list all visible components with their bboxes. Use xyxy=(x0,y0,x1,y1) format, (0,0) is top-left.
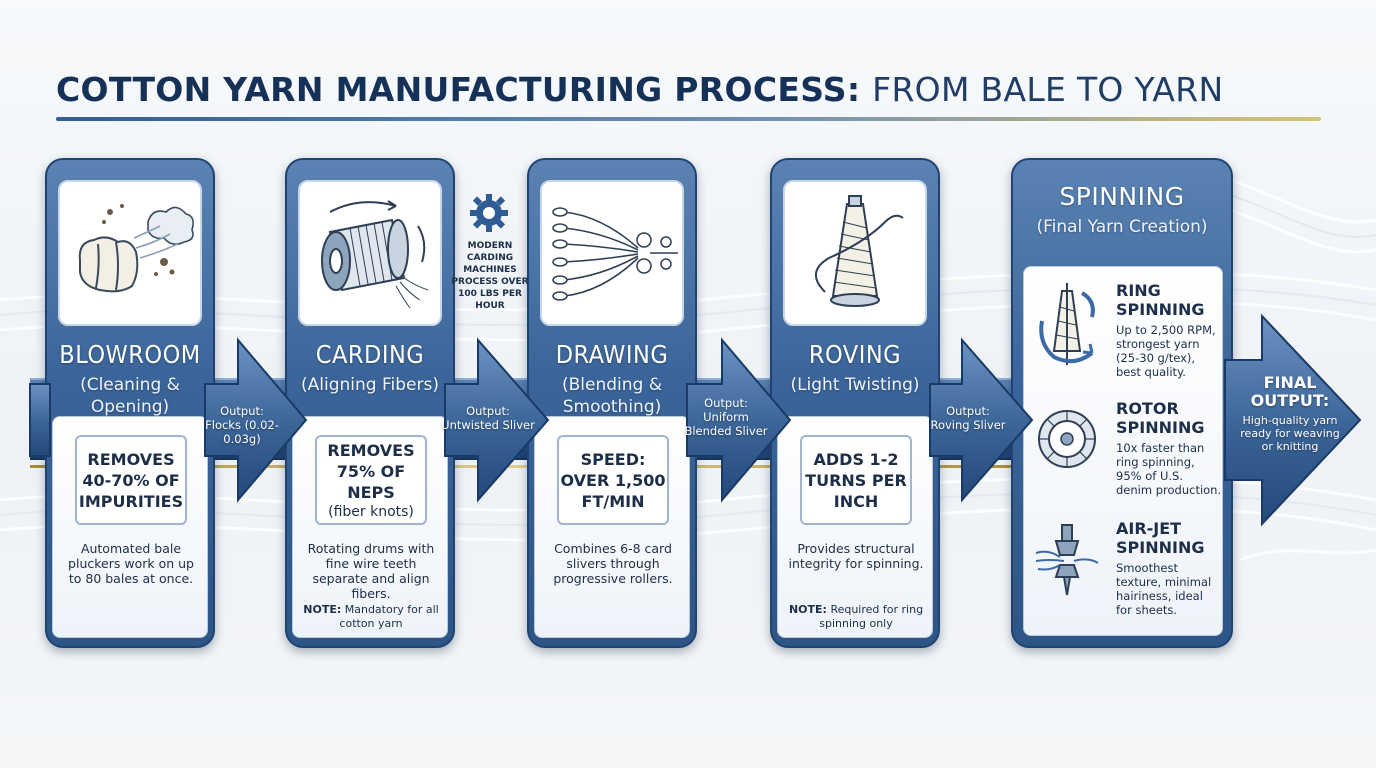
stage-panel: REMOVES 40-70% OF IMPURITIES Automated b… xyxy=(52,416,208,638)
stage-image xyxy=(783,180,927,326)
final-output: FINAL OUTPUT: High-quality yarn ready fo… xyxy=(1240,373,1340,454)
method-air-jet-spinning: AIR-JET SPINNING Smoothest texture, mini… xyxy=(1024,515,1224,633)
air-jet-nozzle-icon xyxy=(1035,524,1099,596)
stage-image xyxy=(58,180,202,326)
stage-name: CARDING xyxy=(315,340,425,369)
stage-roving: ROVING (Light Twisting) ADDS 1-2 TURNS P… xyxy=(770,158,940,648)
connector-value: Untwisted Sliver xyxy=(441,418,535,432)
stage-description: Combines 6-8 card slivers through progre… xyxy=(553,541,673,586)
connector-value: Flocks (0.02-0.03g) xyxy=(205,418,279,446)
stage-name: BLOWROOM xyxy=(59,340,201,369)
stage-subtitle: (Cleaning & Opening) xyxy=(80,375,180,417)
stage-subtitle: (Light Twisting) xyxy=(790,375,920,395)
method-ring-spinning: RING SPINNING Up to 2,500 RPM, strongest… xyxy=(1024,277,1224,395)
stat-box: REMOVES 75% OF NEPS (fiber knots) xyxy=(315,435,427,525)
rotor-icon xyxy=(1038,410,1096,468)
stage-subtitle: (Final Yarn Creation) xyxy=(1036,217,1208,237)
final-output-title: FINAL OUTPUT: xyxy=(1250,373,1330,410)
stage-name: DRAWING xyxy=(555,340,669,369)
connector-label: Output: xyxy=(704,396,748,410)
method-description: 10x faster than ring spinning, 95% of U.… xyxy=(1116,441,1222,497)
connector-value: Uniform Blended Sliver xyxy=(684,410,768,438)
stage-panel: REMOVES 75% OF NEPS (fiber knots) Rotati… xyxy=(292,416,448,638)
stage-subtitle: (Aligning Fibers) xyxy=(301,375,439,395)
title-underline xyxy=(56,117,1321,121)
stage-panel: SPEED: OVER 1,500 FT/MIN Combines 6-8 ca… xyxy=(534,416,690,638)
stage-panel: ADDS 1-2 TURNS PER INCH Provides structu… xyxy=(777,416,933,638)
connector-label: Output: xyxy=(220,404,264,418)
connector-roving-output: Output: Roving Sliver xyxy=(918,404,1018,432)
carding-machine-note: MODERN CARDING MACHINES PROCESS OVER 100… xyxy=(451,241,529,311)
connector-drawing-output: Output: Uniform Blended Sliver xyxy=(678,396,774,438)
method-name: RING SPINNING xyxy=(1116,281,1205,319)
ring-spindle-icon xyxy=(1039,283,1095,365)
stage-blowroom: BLOWROOM (Cleaning & Opening) REMOVES 40… xyxy=(45,158,215,648)
note-label: NOTE: xyxy=(788,603,827,616)
stat-value: ADDS 1-2 TURNS PER INCH xyxy=(805,449,907,511)
stage-name: SPINNING xyxy=(1059,182,1185,211)
stage-note: NOTE: Required for ring spinning only xyxy=(786,603,926,631)
method-description: Up to 2,500 RPM, strongest yarn (25-30 g… xyxy=(1116,323,1216,379)
stage-description: Provides structural integrity for spinni… xyxy=(788,541,924,571)
stage-spinning: SPINNING (Final Yarn Creation) RING SPIN… xyxy=(1011,158,1233,648)
title-main: COTTON YARN MANUFACTURING PROCESS: xyxy=(56,70,861,109)
stat-value: SPEED: OVER 1,500 FT/MIN xyxy=(560,449,666,511)
cotton-bale-icon xyxy=(78,204,194,293)
stage-note: NOTE: Mandatory for all cotton yarn xyxy=(301,603,441,631)
stage-subtitle: (Blending & Smoothing) xyxy=(562,375,662,417)
method-description: Smoothest texture, minimal hairiness, id… xyxy=(1116,561,1212,617)
note-text: Required for ring spinning only xyxy=(819,603,924,630)
gear-icon xyxy=(470,194,508,232)
connector-label: Output: xyxy=(466,404,510,418)
method-rotor-spinning: ROTOR SPINNING 10x faster than ring spin… xyxy=(1024,395,1224,513)
stat-box: ADDS 1-2 TURNS PER INCH xyxy=(800,435,912,525)
note-text: Mandatory for all cotton yarn xyxy=(339,603,439,630)
method-name: ROTOR SPINNING xyxy=(1116,399,1205,437)
roving-bobbin-icon xyxy=(815,195,904,307)
connector-carding-output: Output: Untwisted Sliver xyxy=(438,404,538,432)
stage-description: Rotating drums with fine wire teeth sepa… xyxy=(307,541,435,601)
page-title: COTTON YARN MANUFACTURING PROCESS: FROM … xyxy=(56,70,1326,109)
stage-image xyxy=(540,180,684,326)
stat-value: REMOVES 75% OF NEPS xyxy=(327,440,415,502)
spinning-methods-panel: RING SPINNING Up to 2,500 RPM, strongest… xyxy=(1023,266,1223,636)
stat-value: REMOVES 40-70% OF IMPURITIES xyxy=(78,449,184,511)
method-name: AIR-JET SPINNING xyxy=(1116,519,1205,557)
stage-description: Automated bale pluckers work on up to 80… xyxy=(68,541,194,586)
connector-label: Output: xyxy=(946,404,990,418)
title-rest: FROM BALE TO YARN xyxy=(872,70,1224,109)
connector-value: Roving Sliver xyxy=(930,418,1006,432)
stage-name: ROVING xyxy=(808,340,902,369)
connector-blowroom-output: Output: Flocks (0.02-0.03g) xyxy=(192,404,292,446)
stage-image xyxy=(298,180,442,326)
stat-box: REMOVES 40-70% OF IMPURITIES xyxy=(75,435,187,525)
carding-drum-icon xyxy=(321,200,429,309)
stat-box: SPEED: OVER 1,500 FT/MIN xyxy=(557,435,669,525)
final-output-description: High-quality yarn ready for weaving or k… xyxy=(1240,414,1340,453)
note-label: NOTE: xyxy=(303,603,342,616)
stage-carding: CARDING (Aligning Fibers) REMOVES 75% OF… xyxy=(285,158,455,648)
drawing-rollers-icon xyxy=(552,207,678,301)
stage-drawing: DRAWING (Blending & Smoothing) SPEED: OV… xyxy=(527,158,697,648)
stat-detail: (fiber knots) xyxy=(328,503,414,520)
